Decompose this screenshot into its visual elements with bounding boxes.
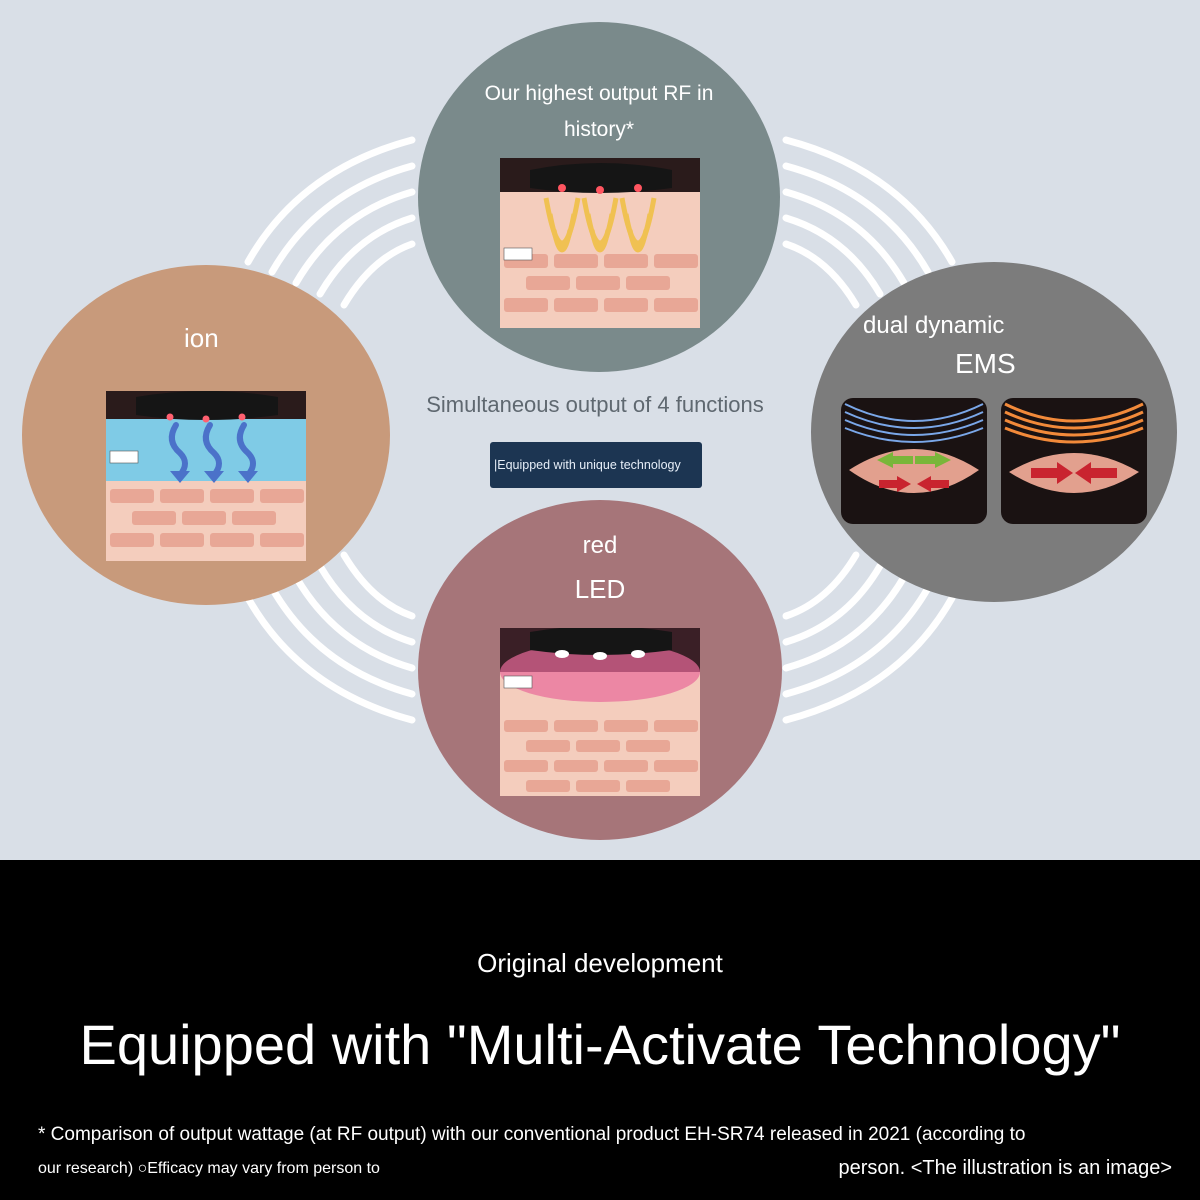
led-light-icon: [500, 628, 700, 796]
infographic-panel: Our highest output RF in history* ion: [0, 0, 1200, 860]
led-title-line1: red: [582, 532, 618, 559]
footnote-line3: person. <The illustration is an image>: [838, 1157, 1172, 1179]
ion-title: ion: [184, 323, 219, 353]
rf-function-circle: Our highest output RF in history*: [418, 22, 780, 372]
technology-badge: |Equipped with unique technology: [490, 442, 702, 488]
ems-title-line1: dual dynamic: [863, 312, 1005, 339]
wave-arcs-decoration: [244, 136, 956, 724]
ems-title-line2: EMS: [955, 348, 1016, 379]
rf-wave-icon: [500, 158, 700, 328]
ion-function-circle: ion: [22, 265, 390, 605]
led-title-line2: LED: [574, 574, 626, 604]
center-caption: Simultaneous output of 4 functions: [426, 392, 764, 417]
footnote-line2: our research) ○Efficacy may vary from pe…: [38, 1160, 380, 1177]
footer-heading: Equipped with "Multi-Activate Technology…: [79, 1013, 1121, 1076]
ems-arrow-icon: [841, 398, 987, 524]
led-function-circle: red LED: [418, 500, 782, 840]
footnote-line1: * Comparison of output wattage (at RF ou…: [38, 1124, 1026, 1145]
rf-title: Our highest output RF in history*: [484, 82, 714, 141]
ems-arrow-icon: [1001, 398, 1147, 524]
ems-function-circle: dual dynamic EMS: [811, 262, 1177, 602]
ion-arrow-icon: [106, 391, 306, 561]
footer-subtitle: Original development: [477, 948, 723, 978]
